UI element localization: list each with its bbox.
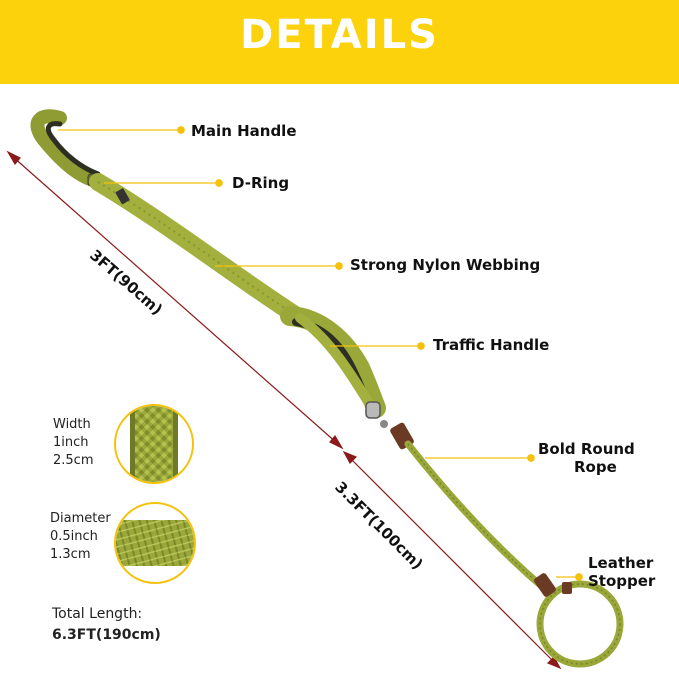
traffic-handle <box>280 306 386 418</box>
label-main-handle: Main Handle <box>191 122 297 140</box>
spec-width-label: Width <box>53 417 91 432</box>
spec-diameter-cm: 1.3cm <box>50 547 91 562</box>
spec-total-label: Total Length: <box>52 606 143 622</box>
spec-width-inch: 1inch <box>53 435 89 450</box>
label-round-rope: Bold Round Rope <box>538 440 635 476</box>
upper-dimension-line <box>6 150 344 450</box>
main-handle <box>30 109 107 189</box>
spec-diameter-inch: 0.5inch <box>50 529 98 544</box>
nylon-webbing <box>89 173 309 327</box>
label-d-ring: D-Ring <box>232 174 290 192</box>
label-webbing: Strong Nylon Webbing <box>350 256 541 274</box>
label-round-rope-line1: Bold Round <box>538 440 635 458</box>
spec-diameter: Diameter 0.5inch 1.3cm <box>50 510 111 564</box>
label-round-rope-line2: Rope <box>574 458 617 476</box>
label-leather-stopper-line1: Leather <box>588 554 654 572</box>
spec-diameter-label: Diameter <box>50 511 111 526</box>
label-leather-stopper: Leather Stopper <box>588 554 655 590</box>
spec-width-cm: 2.5cm <box>53 453 94 468</box>
spec-total-value: 6.3FT(190cm) <box>52 627 161 643</box>
rope-sample <box>114 502 196 584</box>
spec-width: Width 1inch 2.5cm <box>53 416 94 470</box>
webbing-sample <box>114 404 194 484</box>
round-rope <box>404 440 624 668</box>
header-banner: DETAILS <box>0 0 679 84</box>
lower-dimension-line <box>342 450 562 670</box>
label-leather-stopper-line2: Stopper <box>588 572 656 590</box>
label-traffic-handle: Traffic Handle <box>433 336 550 354</box>
page-title: DETAILS <box>240 12 439 58</box>
